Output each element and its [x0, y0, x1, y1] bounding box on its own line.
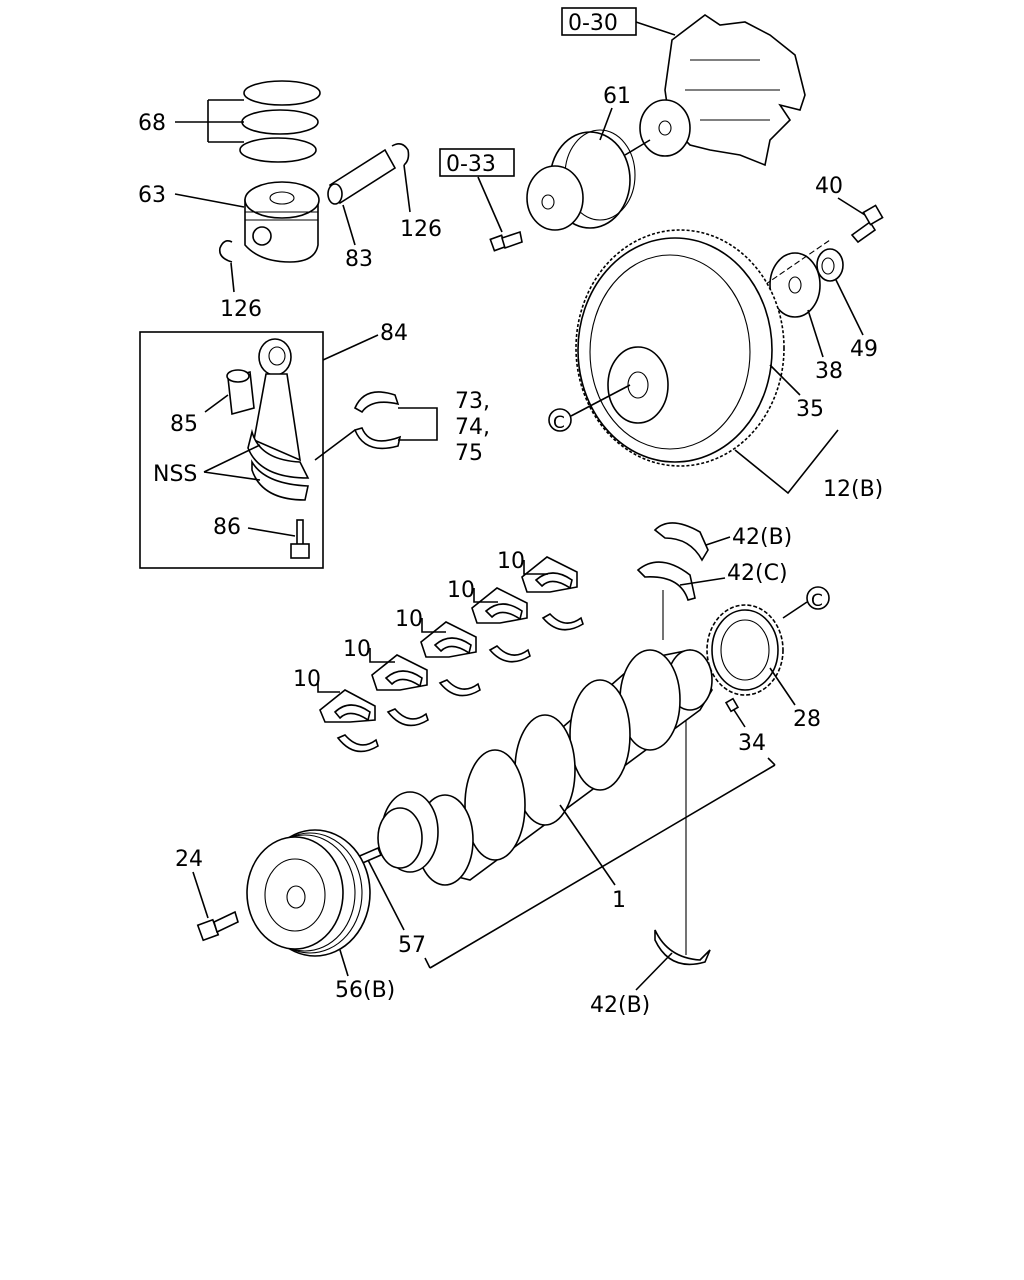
label-84: 84 [380, 321, 408, 346]
label-c-gear: C [811, 591, 823, 611]
label-42b-top: 42(B) [732, 525, 792, 550]
crankshaft [377, 649, 713, 886]
label-75: 75 [455, 441, 483, 466]
label-49: 49 [850, 337, 878, 362]
label-126-right: 126 [400, 217, 442, 242]
main-bearing-1 [319, 689, 379, 753]
label-83: 83 [345, 247, 373, 272]
label-73: 73, [455, 389, 490, 414]
label-42b-bottom: 42(B) [590, 993, 650, 1018]
label-35: 35 [796, 397, 824, 422]
ref-marker-c-gear [806, 586, 830, 610]
snap-ring-left [218, 240, 233, 263]
label-57: 57 [398, 933, 426, 958]
main-bearing-5 [521, 556, 584, 631]
label-10-a: 10 [293, 667, 321, 692]
conrod-group-box [139, 331, 324, 569]
label-126-left: 126 [220, 297, 262, 322]
crankshaft-gear [706, 604, 784, 696]
small-end-bushing [226, 369, 255, 416]
snap-ring-right [391, 142, 410, 166]
thrust-washer-42c [636, 561, 696, 601]
label-68: 68 [138, 111, 166, 136]
label-74: 74, [455, 415, 490, 440]
label-40: 40 [815, 174, 843, 199]
label-10-c: 10 [395, 607, 423, 632]
label-42c: 42(C) [727, 561, 788, 586]
thrust-washer-42b-bottom [654, 929, 711, 966]
label-c-flywheel: C [553, 413, 565, 433]
damper-bolt [196, 910, 239, 942]
crankshaft-pulley [246, 829, 371, 957]
label-38: 38 [815, 359, 843, 384]
ref-marker-c-flywheel [548, 408, 572, 432]
flywheel-plate [769, 252, 821, 318]
label-10-b: 10 [343, 637, 371, 662]
main-bearing-4 [471, 587, 531, 663]
label-61: 61 [603, 84, 631, 109]
label-56b: 56(B) [335, 978, 395, 1003]
label-85: 85 [170, 412, 198, 437]
main-bearing-3 [420, 621, 481, 697]
piston-pin [327, 148, 397, 205]
pulley-bolt [489, 230, 523, 252]
fan-pulley [526, 129, 651, 231]
main-bearing-2 [371, 654, 429, 727]
label-28: 28 [793, 707, 821, 732]
label-63: 63 [138, 183, 166, 208]
water-pump-housing [639, 14, 806, 167]
pilot-bearing [816, 248, 844, 282]
label-nss: NSS [153, 462, 197, 487]
conrod-bolt [290, 519, 310, 559]
conrod-bearings [353, 391, 402, 450]
thrust-washer-42b-top [653, 522, 709, 562]
flywheel [575, 229, 785, 467]
label-1: 1 [612, 888, 626, 913]
label-86: 86 [213, 515, 241, 540]
piston-rings [239, 80, 321, 163]
crankshaft-assembly-bracket [424, 757, 776, 969]
label-24: 24 [175, 847, 203, 872]
flywheel-bolt [850, 204, 884, 244]
key-34 [724, 697, 740, 713]
piston [244, 181, 320, 263]
label-0-30: 0-30 [568, 11, 618, 36]
label-10-d: 10 [447, 578, 475, 603]
ref-box-0-33 [439, 148, 515, 177]
label-0-33: 0-33 [446, 152, 496, 177]
connecting-rod [247, 338, 310, 501]
label-10-e: 10 [497, 549, 525, 574]
label-12b: 12(B) [823, 477, 883, 502]
label-34: 34 [738, 731, 766, 756]
ref-box-0-30 [561, 7, 637, 36]
